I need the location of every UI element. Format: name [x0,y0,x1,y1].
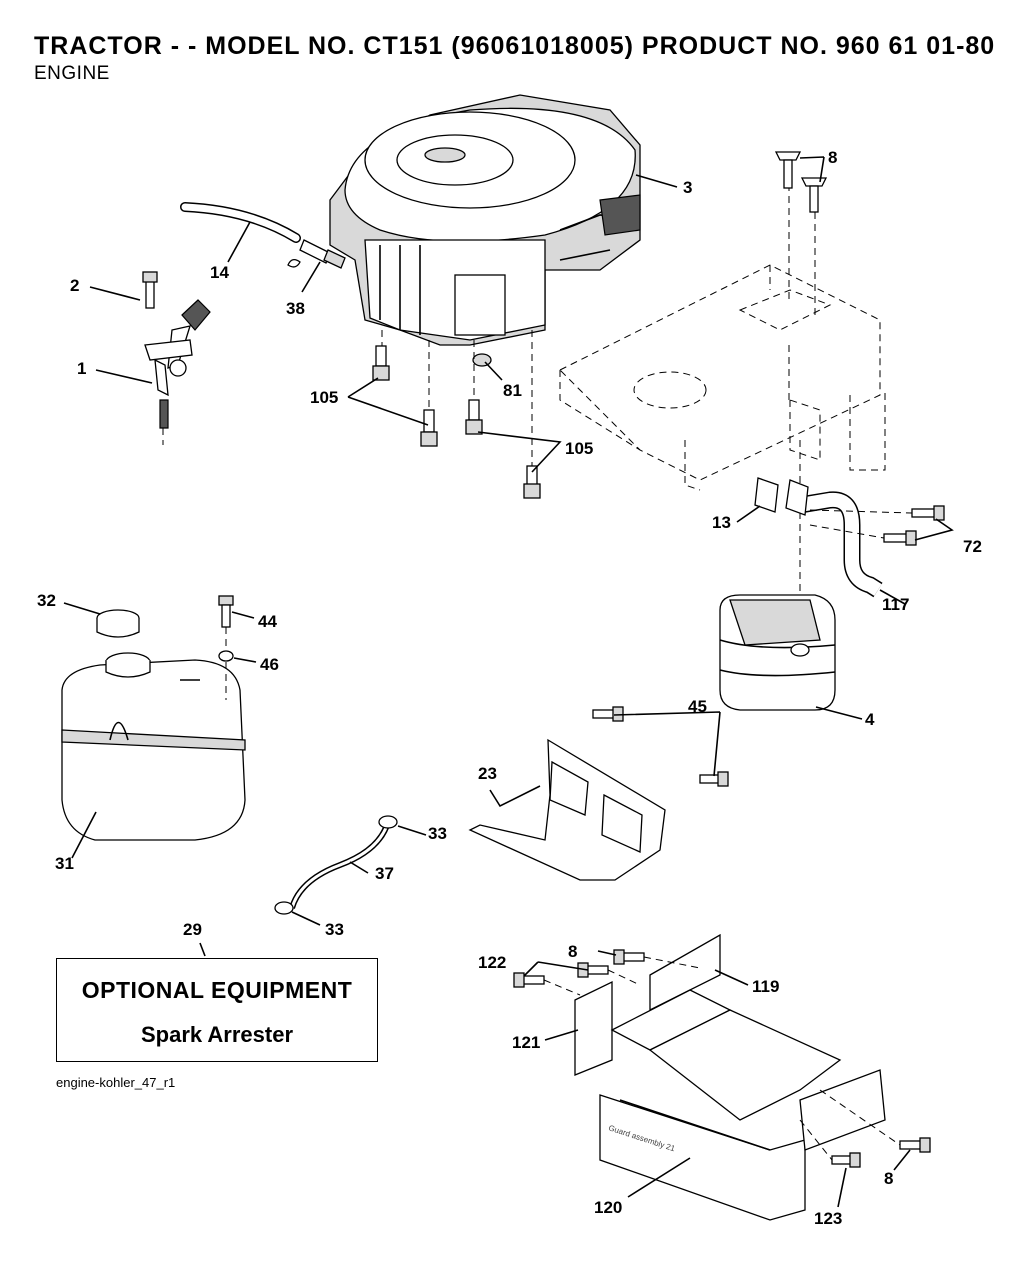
spark-arrester-guard [574,933,886,1221]
gas-cap-32 [96,609,140,638]
callout-31: 31 [55,854,74,873]
callout-8-top: 8 [828,148,837,167]
optional-equipment-heading: OPTIONAL EQUIPMENT [81,977,353,1003]
exhaust-pipe-117 [785,479,883,598]
callout-29: 29 [183,920,202,939]
engine-assembly [329,94,641,346]
callout-14: 14 [210,263,229,282]
callout-81: 81 [503,381,522,400]
callout-105-left: 105 [310,388,338,407]
optional-equipment-box: OPTIONAL EQUIPMENT Spark Arrester [56,958,378,1062]
fuel-tank-31 [61,652,246,841]
callout-37: 37 [375,864,394,883]
fuel-fitting-38 [287,239,346,269]
drawing-reference: engine-kohler_47_r1 [56,1075,176,1090]
callout-45: 45 [688,697,707,716]
bolt-45 [592,706,729,787]
bolt-122 [513,962,609,988]
callout-122: 122 [478,953,506,972]
engine-bolt-105 [372,345,541,499]
callout-32: 32 [37,591,56,610]
callout-8-guard: 8 [568,942,577,961]
callout-13: 13 [712,513,731,532]
screw-44 [218,595,234,628]
callout-2: 2 [70,276,79,295]
callout-119: 119 [752,977,779,996]
bolt-8-top [774,151,828,213]
muffler-4 [719,594,836,711]
throttle-control-1 [142,271,211,445]
callout-46: 46 [260,655,279,674]
engine-mount-frame [559,160,886,600]
callout-1: 1 [77,359,86,378]
bolt-72 [883,505,945,546]
callout-117: 117 [882,595,909,614]
callout-8-bottom: 8 [884,1169,893,1188]
section-subtitle: ENGINE [34,63,110,84]
callout-123: 123 [814,1209,842,1228]
washer-81 [472,353,492,367]
callout-120: 120 [594,1198,622,1217]
callout-105-right: 105 [565,439,593,458]
spark-arrester-label: Spark Arrester [140,1022,294,1047]
callout-44: 44 [258,612,277,631]
callout-121: 121 [512,1033,540,1052]
callout-23: 23 [478,764,497,783]
callout-38: 38 [286,299,305,318]
exhaust-gasket-13 [754,477,779,513]
bolt-123 [831,1152,861,1168]
callout-33-lower: 33 [325,920,344,939]
leader-lines [63,156,954,1208]
hose-clamp-33 [274,815,398,915]
callout-72: 72 [963,537,982,556]
callout-3: 3 [683,178,692,197]
bolt-8-guard [613,949,931,1153]
callout-33-upper: 33 [428,824,447,843]
callout-4: 4 [865,710,875,729]
heat-shield-23 [468,738,666,881]
page-title: TRACTOR - - MODEL NO. CT151 (96061018005… [34,32,996,60]
washer-46 [218,650,234,662]
